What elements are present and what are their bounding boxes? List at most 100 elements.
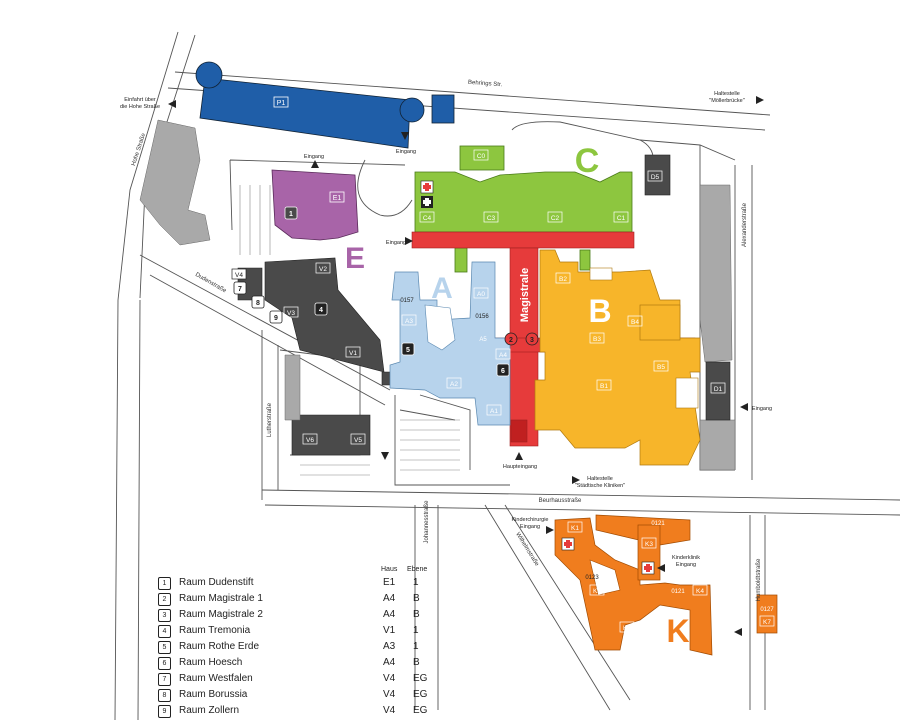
label-m: M — [496, 328, 502, 335]
label-v5: V5 — [354, 437, 362, 444]
marker-7[interactable]: 7 — [233, 281, 247, 295]
label-a4: A4 — [499, 352, 507, 359]
legend-header-haus: Haus — [381, 566, 398, 573]
legend-row[interactable]: 6 Raum Hoesch A4 B — [158, 655, 448, 671]
building-labels: C0 C1 C2 C3 C4 D5 D1 V2 V1 V3 V4 V5 V6 A… — [231, 149, 775, 638]
label-b5: B5 — [657, 364, 665, 371]
annotation-kinderchirurgie-1: Kinderchirurgie — [512, 517, 549, 523]
marker-8[interactable]: 8 — [251, 295, 265, 309]
room-0128: 0128 — [712, 646, 726, 652]
label-v2: V2 — [319, 266, 327, 273]
legend-marker: 6 — [158, 657, 171, 670]
svg-text:8: 8 — [256, 300, 260, 307]
zone-letters: C A B E K — [345, 142, 690, 649]
marker-3[interactable]: 3 — [525, 332, 539, 346]
legend-ebene: B — [413, 657, 420, 668]
legend-room-name: Raum Borussia — [179, 689, 248, 700]
building-b — [534, 249, 701, 466]
marker-2[interactable]: 2 — [504, 332, 518, 346]
legend-haus: V4 — [383, 673, 396, 684]
arrow-icon — [311, 160, 319, 168]
label-c4: C4 — [423, 215, 432, 222]
legend-haus: V1 — [383, 625, 396, 636]
label-p1: P1 — [277, 100, 286, 107]
legend-ebene: 1 — [413, 625, 419, 636]
arrow-icon — [756, 96, 764, 104]
svg-text:5: 5 — [406, 347, 410, 354]
legend-ebene: EG — [413, 689, 428, 700]
legend-row[interactable]: 9 Raum Zollern V4 EG — [158, 703, 448, 719]
svg-text:7: 7 — [238, 286, 242, 293]
legend-haus: V4 — [383, 705, 396, 716]
svg-text:3: 3 — [530, 337, 534, 344]
street-lutherstrasse: Lutherstraße — [267, 402, 273, 437]
marker-1[interactable]: 1 — [284, 206, 298, 220]
first-aid-icon-k1 — [561, 537, 575, 551]
annotation-eingang-p1: Eingang — [396, 149, 416, 155]
legend-row[interactable]: 2 Raum Magistrale 1 A4 B — [158, 591, 448, 607]
building-k — [554, 514, 778, 656]
label-k2: K2 — [593, 588, 601, 595]
legend-row[interactable]: 3 Raum Magistrale 2 A4 B — [158, 607, 448, 623]
legend-marker: 5 — [158, 641, 171, 654]
room-0121b: 0121 — [671, 589, 685, 595]
legend-row[interactable]: 5 Raum Rothe Erde A3 1 — [158, 639, 448, 655]
annotation-kinderchirurgie-2: Eingang — [520, 524, 540, 530]
svg-text:4: 4 — [319, 307, 323, 314]
arrow-icon — [515, 452, 523, 460]
building-grey-block — [139, 119, 736, 471]
label-c3: C3 — [487, 215, 496, 222]
marker-6[interactable]: 6 — [496, 363, 510, 377]
legend-row[interactable]: 8 Raum Borussia V4 EG — [158, 687, 448, 703]
marker-4[interactable]: 4 — [314, 302, 328, 316]
label-v6: V6 — [306, 437, 314, 444]
label-k4: K4 — [696, 588, 704, 595]
arrow-icon — [740, 403, 748, 411]
label-a5: A5 — [479, 337, 487, 343]
label-a3: A3 — [405, 318, 413, 325]
legend-room-name: Raum Rothe Erde — [179, 641, 260, 652]
annotation-eingang-e: Eingang — [304, 154, 324, 160]
marker-9[interactable]: 9 — [269, 310, 283, 324]
room-0157: 0157 — [400, 298, 414, 304]
label-b2: B2 — [559, 276, 567, 283]
label-k1: K1 — [571, 525, 579, 532]
room-0127: 0127 — [760, 607, 774, 613]
street-behringstrasse: Behrings Str. — [468, 80, 503, 88]
legend-ebene: 1 — [413, 641, 419, 652]
zone-k: K — [666, 613, 689, 649]
legend-marker: 8 — [158, 689, 171, 702]
legend-row[interactable]: 1 Raum Dudenstift E1 1 — [158, 575, 448, 591]
label-b1: B1 — [600, 383, 608, 390]
legend-haus: A4 — [383, 657, 396, 668]
annotation-einfahrt-2: die Hohe Straße — [120, 104, 160, 110]
legend-marker: 1 — [158, 577, 171, 590]
annotations: Einfahrt über die Hohe Straße Haltestell… — [120, 91, 772, 568]
marker-5[interactable]: 5 — [401, 342, 415, 356]
label-d1: D1 — [714, 386, 723, 393]
label-k5: K5 — [623, 625, 631, 632]
room-0121a: 0121 — [651, 521, 665, 527]
legend-ebene: B — [413, 609, 420, 620]
arrow-icon — [168, 100, 176, 108]
first-aid-icon — [420, 180, 434, 194]
entrance-arrows — [168, 96, 764, 636]
label-c2: C2 — [551, 215, 560, 222]
legend-haus: A4 — [383, 609, 396, 620]
legend-row[interactable]: 4 Raum Tremonia V1 1 — [158, 623, 448, 639]
svg-text:1: 1 — [289, 211, 293, 218]
building-d — [644, 154, 731, 421]
legend-ebene: 1 — [413, 577, 419, 588]
legend-haus: E1 — [383, 577, 396, 588]
medical-cross-icon — [421, 196, 433, 208]
legend-haus: A4 — [383, 593, 396, 604]
annotation-haltestelle-2b: "Städtische Kliniken" — [575, 483, 625, 489]
legend-ebene: EG — [413, 705, 428, 716]
svg-text:6: 6 — [501, 368, 505, 375]
legend-room-name: Raum Hoesch — [179, 657, 243, 668]
label-a0: A0 — [477, 291, 485, 298]
legend-row[interactable]: 7 Raum Westfalen V4 EG — [158, 671, 448, 687]
street-humboldtstrasse: Humboldtstraße — [756, 558, 762, 601]
label-b4: B4 — [631, 319, 639, 326]
legend-room-name: Raum Magistrale 2 — [179, 609, 263, 620]
